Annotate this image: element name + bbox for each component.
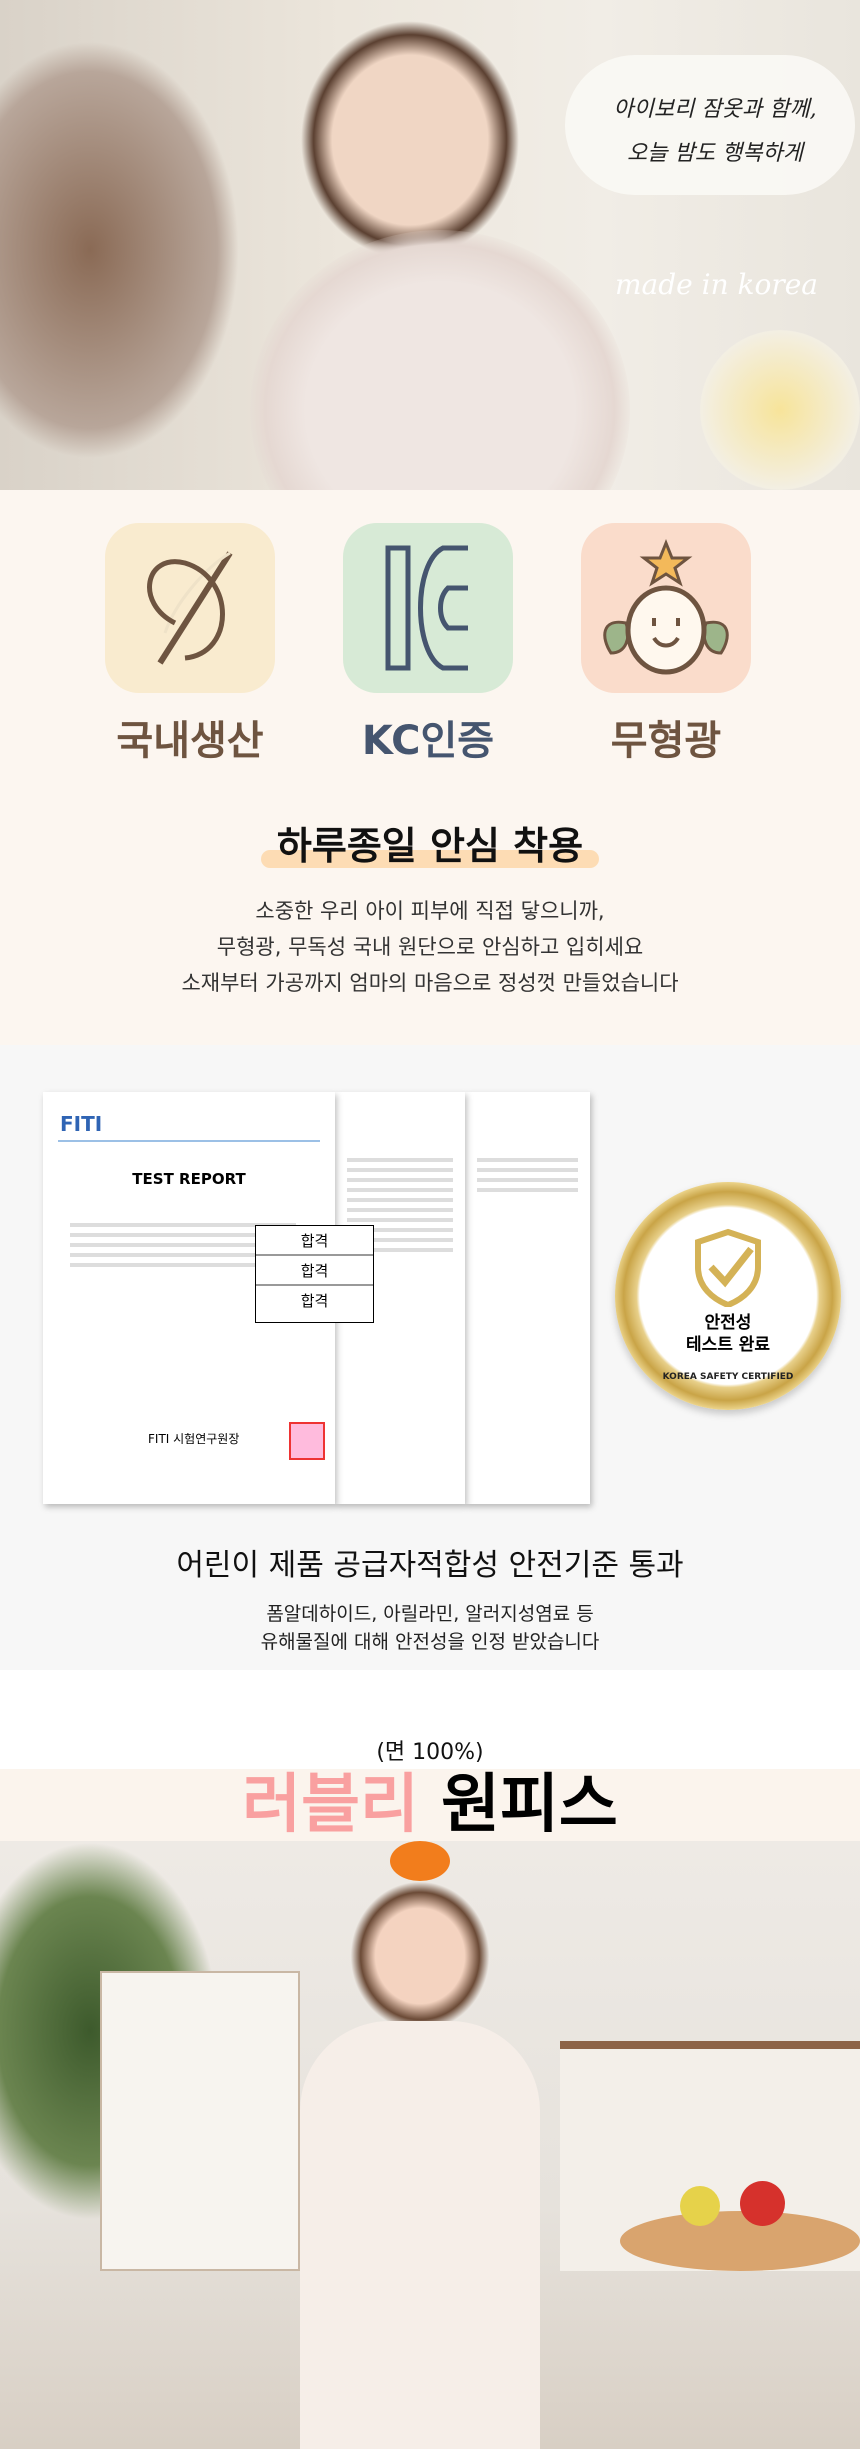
product-name-accent: 러블리 <box>242 1768 419 1842</box>
results-box: 합격 합격 합격 <box>255 1225 374 1323</box>
child-dress <box>300 2021 540 2449</box>
certification-section: FITI TEST REPORT FITI 시험연구원장 합격 합격 합격 안전… <box>0 1045 860 1670</box>
feature-label-kc: KC인증 <box>361 718 495 764</box>
bubble-line: 오늘 밤도 행복하게 <box>627 141 803 166</box>
cert-title-text: 어린이 제품 공급자적합성 안전기준 통과 <box>152 1540 709 1584</box>
cert-heading: 어린이 제품 공급자적합성 안전기준 통과 <box>0 1540 860 1584</box>
badge-line: 테스트 완료 <box>685 1335 771 1355</box>
needle-thread-icon <box>105 523 275 693</box>
hero-photo: 아이보리 잠옷과 함께, 오늘 밤도 행복하게 made in korea <box>0 0 860 490</box>
apple-red <box>740 2181 785 2226</box>
child-pajama <box>250 230 630 490</box>
desc-line: 폼알데하이드, 아릴라민, 알러지성염료 등 <box>266 1603 594 1625</box>
child-face <box>300 20 520 260</box>
product-name-rest: 원피스 <box>441 1768 618 1842</box>
test-report-page-3 <box>465 1092 590 1504</box>
speech-bubble-text: 아이보리 잠옷과 함께, 오늘 밤도 행복하게 <box>575 88 855 176</box>
tagline-description: 소중한 우리 아이 피부에 직접 닿으니까, 무형광, 무독성 국내 원단으로 … <box>0 893 860 1001</box>
badge-ring-text: KOREA SAFETY CERTIFIED <box>662 1372 794 1382</box>
made-in-korea-label: made in korea <box>615 268 818 301</box>
tagline-heading: 하루종일 안심 착용 <box>0 815 860 870</box>
desc-line: 무형광, 무독성 국내 원단으로 안심하고 입히세요 <box>216 935 644 959</box>
feature-label-domestic: 국내생산 <box>116 718 264 764</box>
safety-certified-badge: 안전성 테스트 완료 KOREA SAFETY CERTIFIED <box>615 1182 841 1410</box>
features-section: 국내생산 KC인증 무형광 하루종일 안심 착용 소중한 우리 아이 피부에 직… <box>0 490 860 1045</box>
speech-bubble <box>565 55 855 195</box>
product-name-heading: 러블리 원피스 <box>0 1769 860 1841</box>
desc-line: 유해물질에 대해 안전성을 인정 받았습니다 <box>260 1631 600 1653</box>
child-face <box>350 1881 490 2031</box>
result-pass: 합격 <box>300 1292 329 1310</box>
shield-check-icon <box>695 1228 761 1307</box>
feature-label-no-fluorescent: 무형광 <box>610 718 722 764</box>
doc-title: TEST REPORT <box>132 1170 246 1188</box>
product-photo <box>0 1841 860 2449</box>
desc-line: 소재부터 가공까지 엄마의 마음으로 정성껏 만들었습니다 <box>181 971 679 995</box>
child-back-figure <box>0 40 240 460</box>
flower-decoration <box>700 330 860 490</box>
bubble-line: 아이보리 잠옷과 함께, <box>613 97 817 122</box>
issuer-name: FITI 시험연구원장 <box>148 1432 240 1446</box>
material-label: (면 100%) <box>376 1740 484 1765</box>
fiti-logo: FITI <box>60 1112 103 1136</box>
result-pass: 합격 <box>256 1256 373 1286</box>
desc-line: 소중한 우리 아이 피부에 직접 닿으니까, <box>255 899 605 923</box>
tagline-text: 하루종일 안심 착용 <box>260 815 600 870</box>
cert-description: 폼알데하이드, 아릴라민, 알러지성염료 등 유해물질에 대해 안전성을 인정 … <box>0 1600 860 1656</box>
badge-line: 안전성 <box>704 1313 752 1333</box>
apple-yellow <box>680 2186 720 2226</box>
table <box>620 2211 860 2271</box>
orange-fruit <box>390 1841 450 1881</box>
cabinet <box>100 1971 300 2271</box>
official-seal <box>289 1422 325 1460</box>
result-pass: 합격 <box>256 1226 373 1256</box>
smiley-sprout-icon <box>581 523 751 693</box>
kc-mark-icon <box>343 523 513 693</box>
